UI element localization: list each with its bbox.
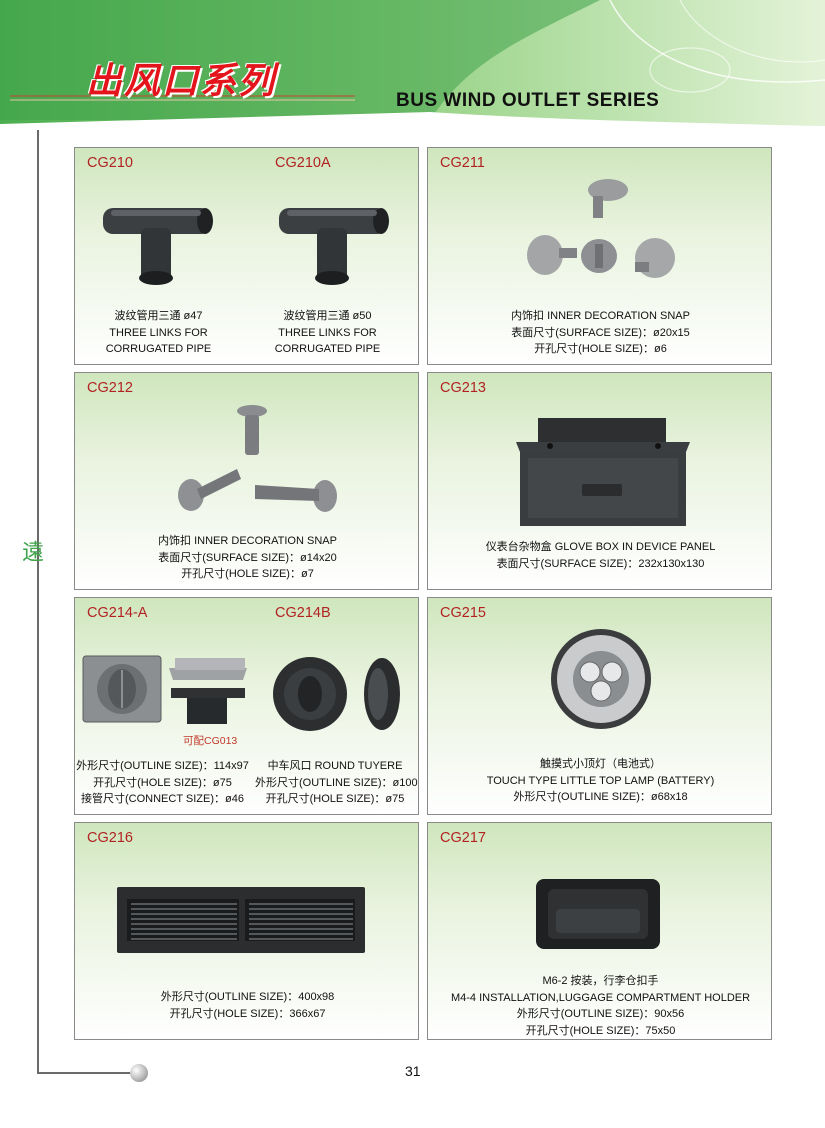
- description-line: 触摸式小顶灯（电池式）: [540, 758, 661, 770]
- product-panel-cg212: CG212 内饰扣 INNER DECORATION SNAP 表面尺寸(SUR…: [74, 372, 419, 590]
- compatibility-note: 可配CG013: [183, 735, 238, 747]
- description-line: CORRUGATED PIPE: [274, 343, 381, 355]
- product-description: 内饰扣 INNER DECORATION SNAP 表面尺寸(SURFACE S…: [428, 308, 773, 358]
- product-description: 内饰扣 INNER DECORATION SNAP 表面尺寸(SURFACE S…: [75, 533, 420, 583]
- glove-box-image: [516, 418, 690, 526]
- product-description: 中车风口 ROUND TUYERE 外形尺寸(OUTLINE SIZE)：ø10…: [255, 758, 418, 808]
- page-title-english: BUS WIND OUTLET SERIES: [396, 90, 660, 111]
- product-panel-cg211: CG211 内饰扣 INNER DECORATION SNAP 表面尺寸(SUR…: [427, 147, 772, 365]
- description-line: 表面尺寸(SURFACE SIZE)：232x130x130: [496, 557, 705, 570]
- round-tuyere-image: [273, 657, 400, 731]
- description-line: THREE LINKS FOR: [109, 326, 208, 339]
- description-line: TOUCH TYPE LITTLE TOP LAMP (BATTERY): [486, 774, 715, 787]
- product-panel-cg210: CG210 CG210A 波纹管用三通 ø47 THREE LINKS FOR …: [74, 147, 419, 365]
- product-code: CG210: [87, 155, 133, 171]
- louver-grille-image: [117, 887, 365, 953]
- description-line: 外形尺寸(OUTLINE SIZE)：400x98: [160, 991, 335, 1003]
- snap-clips-image: [527, 179, 675, 278]
- luggage-handle-image: [536, 879, 660, 949]
- tee-pipe-image: [103, 208, 213, 285]
- product-panel-cg215: CG215 触摸式小顶灯（电池式） TOUCH TYPE LITTLE TOP …: [427, 597, 772, 815]
- description-line: 接管尺寸(CONNECT SIZE)：ø46: [81, 793, 244, 805]
- description-line: 中车风口 ROUND TUYERE: [267, 760, 403, 772]
- description-line: 表面尺寸(SURFACE SIZE)：ø14x20: [158, 551, 337, 564]
- header-background: [0, 0, 825, 130]
- description-line: 开孔尺寸(HOLE SIZE)：366x67: [169, 1007, 326, 1020]
- product-description: 触摸式小顶灯（电池式） TOUCH TYPE LITTLE TOP LAMP (…: [428, 756, 773, 806]
- description-line: 开孔尺寸(HOLE SIZE)：ø75: [265, 793, 405, 805]
- product-description: 波纹管用三通 ø50 THREE LINKS FOR CORRUGATED PI…: [250, 308, 405, 358]
- description-line: 表面尺寸(SURFACE SIZE)：ø20x15: [511, 326, 690, 339]
- square-vent-image: [82, 655, 162, 723]
- bottom-rule: [37, 1072, 139, 1074]
- description-line: 波纹管用三通 ø47: [114, 310, 203, 322]
- product-code: CG212: [87, 380, 133, 396]
- snap-clips-image: [178, 405, 337, 512]
- touch-lamp-image: [551, 629, 651, 729]
- tee-pipe-image: [279, 208, 389, 285]
- page-header: 出风口系列 BUS WIND OUTLET SERIES: [0, 0, 825, 130]
- page-title-chinese: 出风口系列: [86, 61, 277, 102]
- bottom-ball-ornament: [130, 1064, 148, 1082]
- description-line: 内饰扣 INNER DECORATION SNAP: [511, 310, 690, 322]
- side-rule: [37, 130, 39, 1074]
- product-code: CG216: [87, 830, 133, 846]
- product-code: CG210A: [275, 155, 331, 171]
- product-code: CG217: [440, 830, 486, 846]
- description-line: 仪表台杂物盒 GLOVE BOX IN DEVICE PANEL: [485, 541, 716, 553]
- product-panel-cg214: CG214-A CG214B 可配CG013 外形尺寸(OUTLINE SIZE…: [74, 597, 419, 815]
- product-description: 外形尺寸(OUTLINE SIZE)：400x98 开孔尺寸(HOLE SIZE…: [75, 989, 420, 1022]
- product-panel-cg217: CG217 M6-2 按装，行李仓扣手 M4-4 INSTALLATION,LU…: [427, 822, 772, 1040]
- product-description: 仪表台杂物盒 GLOVE BOX IN DEVICE PANEL 表面尺寸(SU…: [428, 539, 773, 572]
- description-line: M4-4 INSTALLATION,LUGGAGE COMPARTMENT HO…: [450, 991, 751, 1004]
- description-line: 开孔尺寸(HOLE SIZE)：75x50: [525, 1024, 676, 1037]
- product-description: M6-2 按装，行李仓扣手 M4-4 INSTALLATION,LUGGAGE …: [428, 973, 773, 1039]
- description-line: 外形尺寸(OUTLINE SIZE)：90x56: [516, 1008, 685, 1020]
- product-code: CG214B: [275, 605, 331, 621]
- page-number: 31: [405, 1063, 421, 1079]
- product-code: CG214-A: [87, 605, 148, 621]
- product-panel-cg216: CG216 外形尺寸(OUTLINE SIZE)：400x98 开孔尺寸(HOL…: [74, 822, 419, 1040]
- description-line: 开孔尺寸(HOLE SIZE)：ø7: [181, 568, 314, 580]
- description-line: 外形尺寸(OUTLINE SIZE)：ø68x18: [513, 791, 688, 803]
- description-line: M6-2 按装，行李仓扣手: [542, 975, 659, 987]
- product-code: CG215: [440, 605, 486, 621]
- vent-base-image: [169, 658, 247, 724]
- side-logo: 遠: [18, 540, 43, 562]
- description-line: 外形尺寸(OUTLINE SIZE)：ø100: [255, 776, 418, 789]
- description-line: 内饰扣 INNER DECORATION SNAP: [158, 535, 337, 547]
- description-line: 开孔尺寸(HOLE SIZE)：ø75: [93, 776, 232, 789]
- product-description: 波纹管用三通 ø47 THREE LINKS FOR CORRUGATED PI…: [81, 308, 236, 358]
- product-description: 外形尺寸(OUTLINE SIZE)：114x97 开孔尺寸(HOLE SIZE…: [75, 758, 250, 808]
- description-line: THREE LINKS FOR: [278, 326, 377, 339]
- description-line: 外形尺寸(OUTLINE SIZE)：114x97: [76, 760, 249, 772]
- product-code: CG213: [440, 380, 486, 396]
- description-line: 开孔尺寸(HOLE SIZE)：ø6: [534, 343, 667, 355]
- description-line: CORRUGATED PIPE: [105, 343, 212, 355]
- description-line: 波纹管用三通 ø50: [283, 310, 372, 322]
- product-panel-cg213: CG213 仪表台杂物盒 GLOVE BOX IN DEVICE PANEL 表…: [427, 372, 772, 590]
- product-code: CG211: [440, 155, 485, 171]
